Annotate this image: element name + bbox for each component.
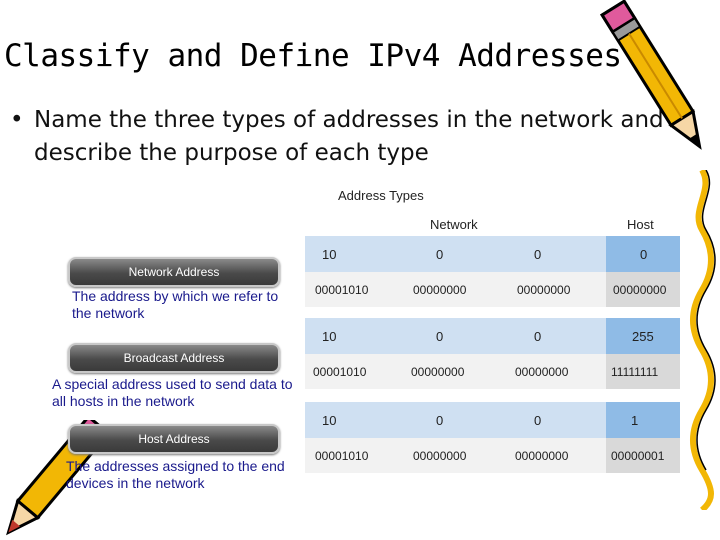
- octet-cell: 00001010: [315, 448, 369, 463]
- host-address-label: Host Address: [68, 424, 280, 454]
- octet-cell: 10: [322, 328, 337, 344]
- octet-cell: 00000000: [517, 282, 571, 297]
- octet-cell: 0: [640, 246, 648, 262]
- diagram-title: Address Types: [338, 188, 424, 203]
- network-column-header: Network: [430, 217, 478, 232]
- binary-row: 00001010 00000000 00000000 11111111: [305, 354, 680, 389]
- decimal-row: 10 0 0 0: [305, 236, 680, 272]
- binary-row: 00001010 00000000 00000000 00000000: [305, 272, 680, 307]
- broadcast-address-description: A special address used to send data to a…: [52, 376, 293, 409]
- binary-row: 00001010 00000000 00000000 00000001: [305, 438, 680, 473]
- decimal-row: 10 0 0 255: [305, 318, 680, 354]
- octet-cell: 255: [632, 328, 654, 344]
- octet-cell: 00000000: [515, 364, 569, 379]
- octet-cell: 0: [534, 412, 542, 428]
- octet-cell: 00000000: [413, 282, 467, 297]
- octet-cell: 00000000: [515, 448, 569, 463]
- octet-cell: 0: [436, 328, 444, 344]
- slide-title: Classify and Define IPv4 Addresses: [4, 38, 622, 74]
- address-block-network: 10 0 0 0 00001010 00000000 00000000 0000…: [305, 236, 680, 307]
- octet-cell: 1: [631, 412, 639, 428]
- octet-cell: 0: [436, 246, 444, 262]
- octet-cell: 00000000: [413, 448, 467, 463]
- decimal-row: 10 0 0 1: [305, 402, 680, 438]
- bullet-icon: •: [10, 107, 24, 133]
- swirl-decoration-icon: [690, 170, 716, 510]
- network-address-description: The address by which we refer to the net…: [72, 288, 279, 321]
- network-address-label: Network Address: [68, 257, 280, 287]
- address-block-host: 10 0 0 1 00001010 00000000 00000000 0000…: [305, 402, 680, 473]
- octet-cell: 0: [534, 328, 542, 344]
- octet-cell: 10: [322, 246, 337, 262]
- octet-cell: 10: [322, 412, 337, 428]
- octet-cell: 00000000: [613, 282, 667, 297]
- host-column-header: Host: [627, 217, 654, 232]
- host-address-description: The addresses assigned to the end device…: [66, 458, 285, 491]
- octet-cell: 0: [436, 412, 444, 428]
- broadcast-address-label: Broadcast Address: [68, 343, 280, 373]
- address-block-broadcast: 10 0 0 255 00001010 00000000 00000000 11…: [305, 318, 680, 389]
- octet-cell: 11111111: [611, 364, 659, 379]
- bullet-text: Name the three types of addresses in the…: [34, 107, 664, 166]
- octet-cell: 00000000: [411, 364, 465, 379]
- octet-cell: 00000001: [611, 448, 665, 463]
- octet-cell: 0: [534, 246, 542, 262]
- octet-cell: 00001010: [313, 364, 367, 379]
- octet-cell: 00001010: [315, 282, 369, 297]
- pencil-icon: [600, 0, 702, 150]
